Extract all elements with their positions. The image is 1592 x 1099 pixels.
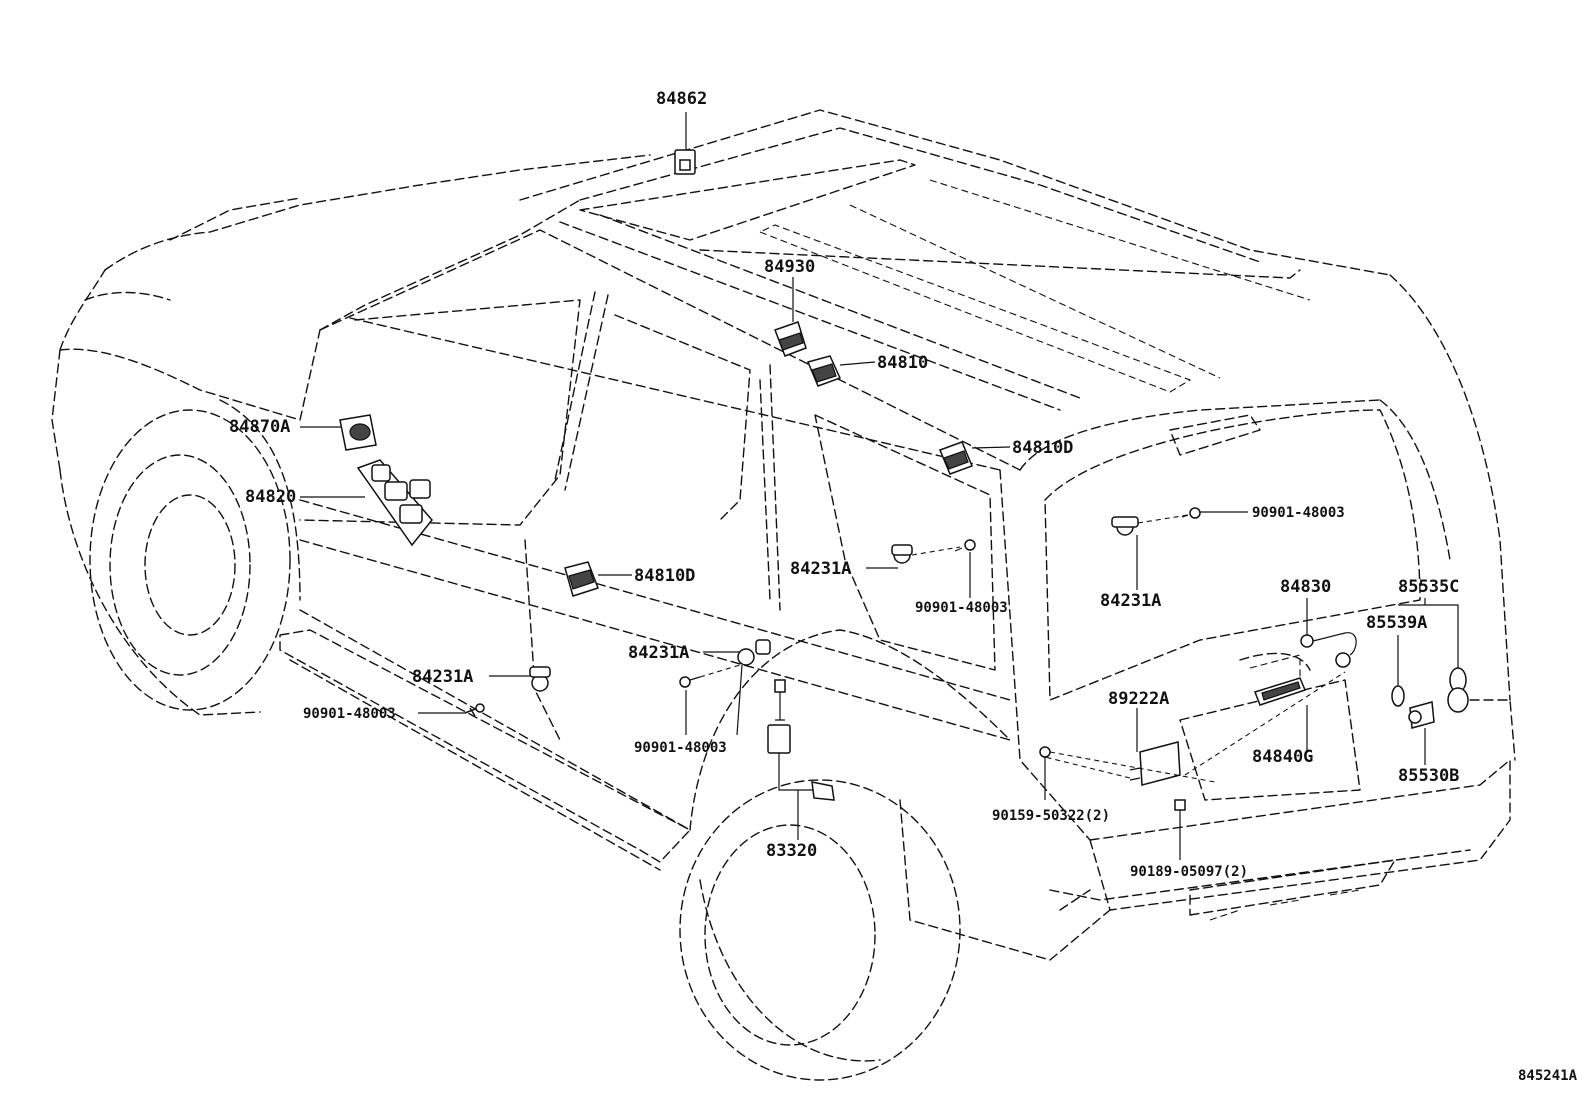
label-90901-front: 90901-48003 bbox=[303, 706, 396, 722]
part-89222a-icon bbox=[1039, 741, 1186, 811]
part-84830-icon bbox=[1300, 632, 1357, 668]
part-83320-icon bbox=[767, 679, 835, 801]
label-84930: 84930 bbox=[764, 257, 815, 277]
label-90189: 90189-05097(2) bbox=[1130, 864, 1248, 880]
label-90901-hatch: 90901-48003 bbox=[1252, 505, 1345, 521]
part-85539a-icon bbox=[1391, 685, 1405, 707]
label-84231a-rear-door: 84231A bbox=[628, 643, 689, 663]
screw-quarter-icon bbox=[954, 539, 976, 552]
label-85535c: 85535C bbox=[1398, 577, 1459, 597]
part-84810d-upper-icon bbox=[939, 441, 973, 475]
label-84231a-hatch: 84231A bbox=[1100, 591, 1161, 611]
figure-number: 845241A bbox=[1518, 1068, 1578, 1084]
part-84930-icon bbox=[774, 321, 807, 357]
part-85530b-icon bbox=[1408, 701, 1435, 729]
label-84231a-front: 84231A bbox=[412, 667, 473, 687]
label-84830: 84830 bbox=[1280, 577, 1331, 597]
part-84840g-icon bbox=[1249, 654, 1307, 706]
label-84870a: 84870A bbox=[229, 417, 290, 437]
part-85535c-icon bbox=[1447, 667, 1469, 713]
label-85539a: 85539A bbox=[1366, 613, 1427, 633]
part-84862-icon bbox=[674, 149, 696, 175]
label-84810d-door: 84810D bbox=[634, 566, 695, 586]
label-90901-quarter: 90901-48003 bbox=[915, 600, 1008, 616]
vehicle-outline bbox=[51, 109, 1516, 1081]
label-90159: 90159-50322(2) bbox=[992, 808, 1110, 824]
leader-lines bbox=[300, 112, 1459, 860]
part-84231a-quarter-icon bbox=[891, 544, 913, 564]
label-85530b: 85530B bbox=[1398, 766, 1459, 786]
label-90901-rear-door: 90901-48003 bbox=[634, 740, 727, 756]
screw-hatch-icon bbox=[1181, 507, 1201, 519]
part-labels: 84862 84930 84810 84810D 84870A 84820 84… bbox=[229, 89, 1578, 1084]
screw-front-icon bbox=[464, 703, 485, 717]
label-84840g: 84840G bbox=[1252, 747, 1313, 767]
label-89222a: 89222A bbox=[1108, 689, 1169, 709]
part-84870a-icon bbox=[339, 414, 377, 451]
label-84231a-quarter: 84231A bbox=[790, 559, 851, 579]
part-84231a-hatch-icon bbox=[1111, 516, 1139, 536]
screw-rear-door-icon bbox=[679, 676, 701, 688]
parts bbox=[339, 149, 1469, 811]
label-84810: 84810 bbox=[877, 353, 928, 373]
label-83320: 83320 bbox=[766, 841, 817, 861]
part-84231a-rear-door-icon bbox=[737, 639, 771, 666]
part-84810d-door-icon bbox=[564, 561, 599, 597]
label-84820: 84820 bbox=[245, 487, 296, 507]
part-84810-icon bbox=[806, 355, 842, 387]
label-84862: 84862 bbox=[656, 89, 707, 109]
part-84231a-front-icon bbox=[529, 666, 551, 692]
label-84810d-top: 84810D bbox=[1012, 438, 1073, 458]
part-84820-icon bbox=[356, 459, 433, 547]
